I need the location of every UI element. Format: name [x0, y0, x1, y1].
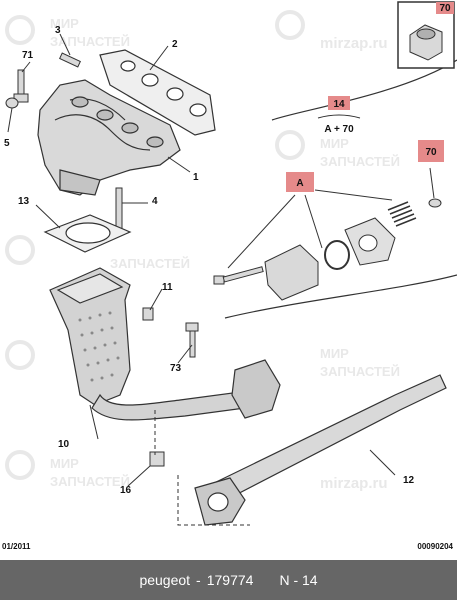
intermediate-pipe	[194, 374, 447, 526]
kit-divider-line	[271, 59, 457, 121]
callout-10: 10	[58, 439, 70, 450]
stud	[59, 52, 81, 68]
kit-nut	[428, 198, 442, 208]
kit-ring	[324, 240, 350, 270]
callout-12: 12	[403, 475, 415, 486]
svg-text:A + 70: A + 70	[324, 124, 354, 135]
callout-1: 1	[193, 172, 199, 183]
watermark-logo: ЗАПЧАСТЕЙ	[5, 235, 190, 271]
manifold-gasket	[99, 49, 216, 136]
svg-text:МИР: МИР	[320, 346, 349, 361]
callout-2: 2	[172, 39, 178, 50]
callout-4: 4	[152, 196, 158, 207]
flange-gasket	[43, 214, 132, 253]
kit-label-a: A	[286, 172, 314, 192]
kit-divider-line	[224, 274, 457, 319]
kit-label-14: 14 A + 70	[317, 96, 361, 135]
exhaust-parts-diagram: МИР ЗАПЧАСТЕЙ mirzap.ru МИР ЗАПЧАСТЕЙ ЗА…	[4, 1, 457, 526]
kit-flange	[344, 217, 396, 266]
svg-text:ЗАПЧАСТЕЙ: ЗАПЧАСТЕЙ	[50, 34, 130, 49]
sensor-plug-11	[142, 307, 154, 321]
svg-text:МИР: МИР	[320, 136, 349, 151]
nut-detail-box: 70	[397, 1, 455, 69]
svg-text:70: 70	[425, 147, 437, 158]
callout-3: 3	[55, 25, 61, 36]
svg-text:A: A	[296, 178, 303, 189]
kit-label-70: 70	[418, 140, 444, 162]
plug-16	[149, 451, 165, 467]
caption-section: N - 14	[279, 572, 318, 588]
callout-16: 16	[120, 485, 132, 496]
svg-text:МИР: МИР	[50, 16, 79, 31]
watermark-logo: mirzap.ru	[275, 10, 388, 52]
catalytic-converter	[49, 267, 281, 421]
svg-text:ЗАПЧАСТЕЙ: ЗАПЧАСТЕЙ	[320, 364, 400, 379]
watermark-logo: МИР ЗАПЧАСТЕЙ	[5, 340, 400, 379]
svg-text:МИР: МИР	[50, 456, 79, 471]
footer-date: 01/2011	[2, 542, 31, 551]
callout-5: 5	[4, 138, 10, 149]
kit-clamp	[264, 244, 319, 301]
svg-text:ЗАПЧАСТЕЙ: ЗАПЧАСТЕЙ	[50, 474, 130, 489]
svg-text:ЗАПЧАСТЕЙ: ЗАПЧАСТЕЙ	[320, 154, 400, 169]
svg-text:mirzap.ru: mirzap.ru	[320, 35, 388, 52]
callout-13: 13	[18, 196, 30, 207]
kit-bolt	[213, 266, 264, 285]
watermark-logo: МИР ЗАПЧАСТЕЙ	[5, 15, 130, 49]
washer-5	[5, 97, 19, 109]
watermark-logo: МИР ЗАПЧАСТЕЙ mirzap.ru	[5, 450, 388, 492]
caption-separator: -	[196, 572, 201, 588]
stud-4	[115, 187, 123, 233]
kit-spring	[387, 201, 417, 227]
bolt-71	[13, 69, 29, 103]
caption-bar: peugeot - 179774 N - 14	[0, 560, 457, 600]
footer-code: 00090204	[417, 542, 453, 551]
svg-text:mirzap.ru: mirzap.ru	[320, 475, 388, 492]
bolt-73	[185, 322, 199, 358]
svg-text:70: 70	[439, 3, 451, 14]
callout-71: 71	[22, 50, 34, 61]
callout-73: 73	[170, 363, 182, 374]
svg-text:14: 14	[333, 99, 345, 110]
callout-11: 11	[162, 282, 173, 293]
leader-lines	[7, 33, 435, 487]
dashed-bracket	[154, 410, 250, 526]
watermark-layer: МИР ЗАПЧАСТЕЙ mirzap.ru МИР ЗАПЧАСТЕЙ ЗА…	[5, 10, 400, 492]
watermark-logo: МИР ЗАПЧАСТЕЙ	[275, 130, 400, 169]
exhaust-manifold	[37, 79, 181, 196]
svg-text:ЗАПЧАСТЕЙ: ЗАПЧАСТЕЙ	[110, 256, 190, 271]
caption-part-number: 179774	[206, 572, 254, 588]
caption-brand: peugeot	[139, 572, 191, 588]
